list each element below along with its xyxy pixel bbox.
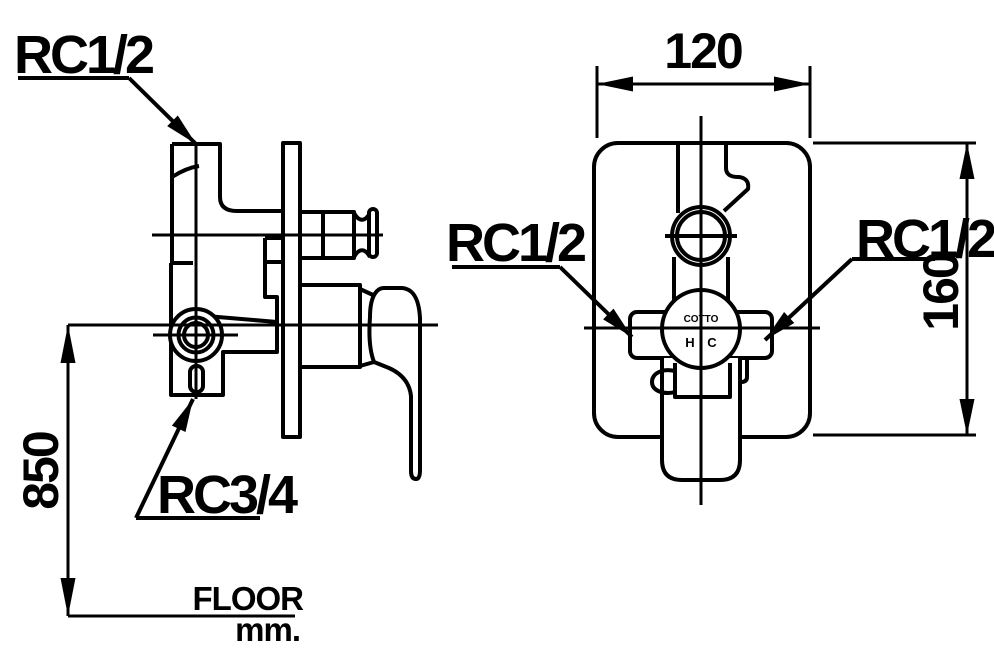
valve-body-side bbox=[169, 262, 279, 397]
arrowhead-160-top bbox=[959, 143, 975, 179]
arrowhead-120-left bbox=[597, 76, 633, 92]
cold-marker: C bbox=[707, 335, 717, 350]
diverter-knob-disc bbox=[367, 207, 379, 259]
arrowhead-rc34 bbox=[171, 399, 193, 432]
inlet-pipe-notch bbox=[722, 167, 751, 213]
wall-plate-side bbox=[281, 141, 302, 439]
arrowhead-rc12-inlet bbox=[167, 115, 196, 144]
arrowhead-rc12-left bbox=[603, 308, 632, 337]
hook-tab bbox=[650, 368, 676, 395]
extension-lines-120 bbox=[595, 66, 812, 138]
arrowhead-rc12-right bbox=[765, 312, 795, 340]
dim-120: 120 bbox=[664, 23, 742, 79]
dim-160: 160 bbox=[913, 253, 969, 331]
dim-850: 850 bbox=[13, 432, 69, 510]
body-top-edge bbox=[205, 314, 278, 324]
label-rc34-outlet: RC3/4 bbox=[157, 465, 298, 525]
dimensions-and-labels: RC1/2 RC3/4 850 FLOOR mm. 120 160 RC1/2 bbox=[13, 23, 994, 648]
arrowhead-120-right bbox=[774, 76, 810, 92]
label-rc12-left: RC1/2 bbox=[446, 213, 585, 273]
hot-marker: H bbox=[685, 335, 694, 350]
arrowhead-850-bottom bbox=[60, 578, 76, 616]
label-units: mm. bbox=[235, 611, 300, 648]
duct-block bbox=[263, 236, 283, 264]
label-floor: FLOOR bbox=[193, 580, 305, 617]
lever-handle-side bbox=[367, 286, 422, 481]
side-view bbox=[152, 141, 422, 481]
arrowhead-160-bottom bbox=[959, 399, 975, 435]
front-view: COTTO H C bbox=[584, 116, 820, 505]
supply-pipe bbox=[172, 142, 283, 213]
body-step-right bbox=[740, 358, 749, 384]
handle-neck-lines bbox=[359, 287, 375, 368]
arrowhead-850-top bbox=[60, 325, 76, 363]
extension-lines-160 bbox=[813, 141, 976, 437]
label-rc12-inlet: RC1/2 bbox=[14, 25, 153, 85]
